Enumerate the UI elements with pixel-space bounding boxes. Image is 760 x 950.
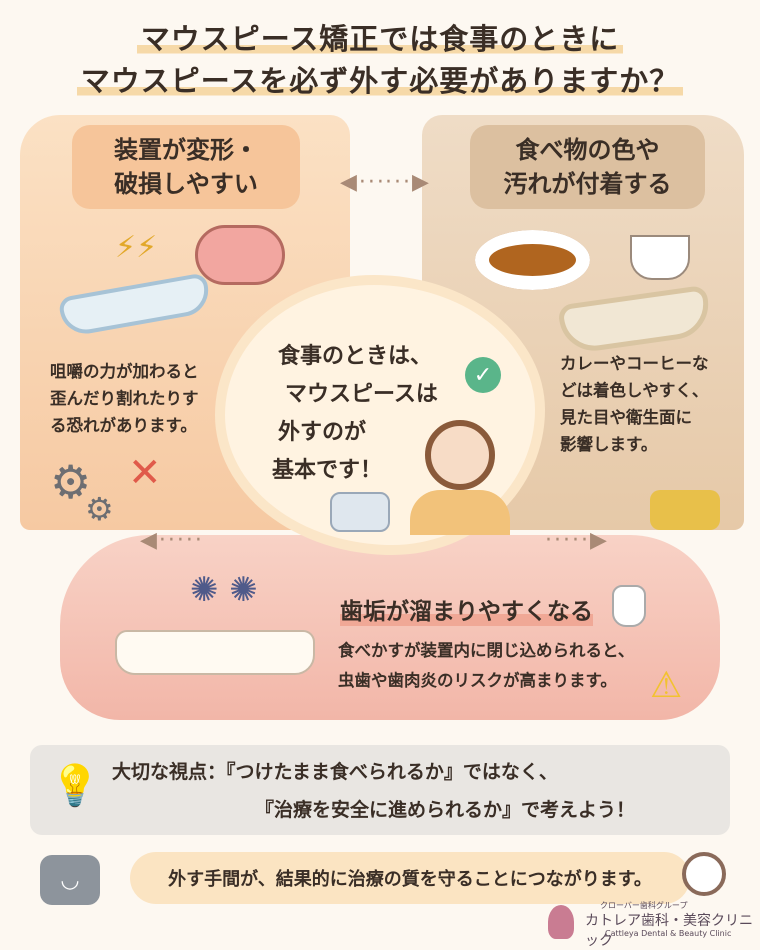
decayed-tooth-icon	[612, 585, 646, 627]
arrow-right: ···▶	[385, 170, 431, 195]
gear-icon: ⚙	[50, 455, 92, 509]
tip-line-2: 『治療を安全に進められるか』で考えよう！	[255, 799, 636, 821]
arrow-down-right: ·····▶	[545, 528, 609, 553]
bacteria-icon: ✺ ✺	[190, 570, 258, 610]
lightning-icon: ⚡⚡	[115, 230, 158, 265]
left-panel-title: 装置が変形・破損しやすい	[72, 125, 300, 209]
logo-mark	[548, 905, 574, 939]
warning-icon: ⚠	[650, 665, 683, 706]
bottom-panel	[60, 535, 720, 720]
title-line-1: マウスピース矯正では食事のときに	[0, 16, 760, 58]
cross-icon: ✕	[128, 450, 162, 496]
bottom-panel-title: 歯垢が溜まりやすくなる	[340, 592, 593, 626]
tip-box	[30, 745, 730, 835]
right-panel-body: カレーやコーヒーなどは着色しやすく、見た目や衛生面に影響します。	[560, 354, 709, 454]
left-panel-body: 咀嚼の力が加わると歪んだり割れたりする恐れがあります。	[50, 362, 199, 435]
robot-icon: ◡	[40, 855, 100, 905]
title-line-2: マウスピースを必ず外す必要がありますか？	[0, 58, 760, 100]
sponge-icon	[650, 490, 720, 530]
tip-line-1: 大切な視点：『つけたまま食べられるか』ではなく、	[112, 761, 558, 783]
arrow-left: ◀···	[340, 170, 386, 195]
mouth-icon	[195, 225, 285, 285]
clock-icon	[682, 852, 726, 896]
gear-icon: ⚙	[85, 490, 114, 528]
center-text-3: 外すのが	[278, 420, 367, 445]
teeth-icon	[115, 630, 315, 675]
footer-message: 外す手間が、結果的に治療の質を守ることにつながります。	[130, 852, 690, 904]
coffee-cup-icon	[630, 235, 690, 280]
center-text-4: 基本です！	[272, 458, 383, 483]
logo-group: クローバー歯科グループ	[600, 901, 688, 910]
check-icon: ✓	[465, 357, 501, 393]
aligner-case-icon	[330, 492, 390, 532]
center-text-2: マウスピースは	[285, 382, 438, 407]
bottom-panel-body: 食べかすが装置内に閉じ込められると、虫歯や歯肉炎のリスクが高まります。	[338, 641, 635, 690]
curry-icon	[475, 230, 590, 290]
center-text-1: 食事のときは、	[278, 344, 433, 369]
arrow-down-left: ◀·····	[140, 528, 204, 553]
lightbulb-icon: 💡	[50, 763, 100, 809]
woman-icon	[425, 420, 495, 490]
woman-body	[410, 490, 510, 535]
logo-name-en: Cattleya Dental & Beauty Clinic	[605, 929, 732, 938]
right-panel-title: 食べ物の色や汚れが付着する	[470, 125, 705, 209]
